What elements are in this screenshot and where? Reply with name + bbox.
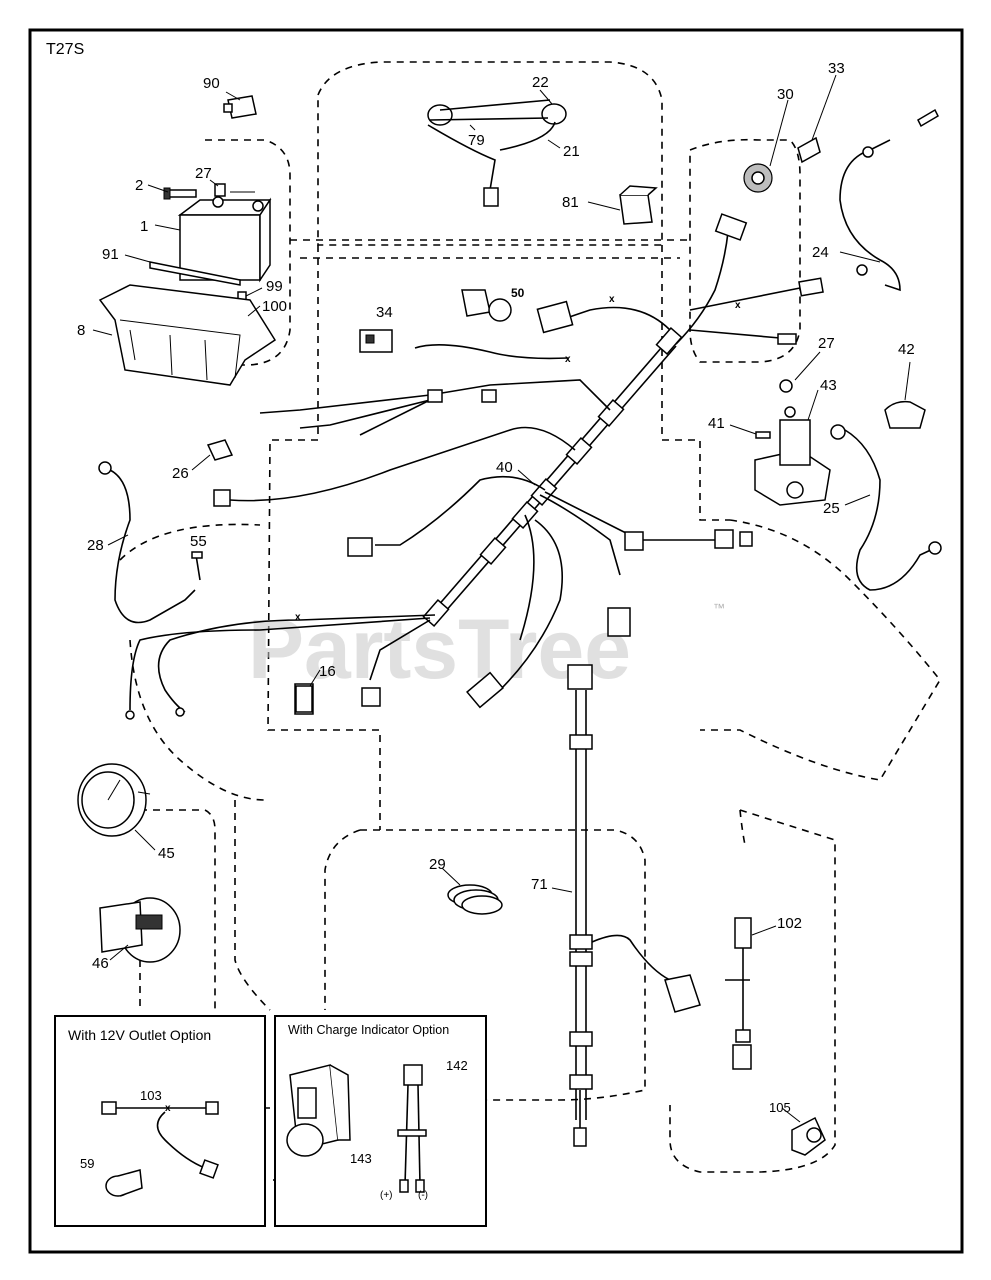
callout-27-right: 27 xyxy=(818,335,835,352)
callout-33: 33 xyxy=(828,60,845,77)
part-24-battery-cable xyxy=(839,108,939,292)
svg-text:x: x xyxy=(165,1103,171,1114)
callout-41: 41 xyxy=(708,415,725,432)
part-102-harness xyxy=(725,917,752,1070)
callout-50: 50 xyxy=(511,286,525,300)
diagram-code: T27S xyxy=(46,41,84,58)
part-43-solenoid xyxy=(754,406,831,506)
callout-27-top: 27 xyxy=(195,165,212,182)
part-105-solenoid xyxy=(791,1116,826,1156)
part-8-battery-tray xyxy=(98,284,277,386)
main-wire-harness: x x x x xyxy=(125,213,824,720)
part-2-bolt xyxy=(163,187,197,200)
callout-1: 1 xyxy=(140,218,148,235)
part-55-screw xyxy=(191,551,203,581)
part-91-battery-strap xyxy=(149,261,241,286)
callout-34: 34 xyxy=(376,304,393,321)
callout-29: 29 xyxy=(429,856,446,873)
part-50-switch xyxy=(461,289,512,322)
callout-45: 45 xyxy=(158,845,175,862)
inset-12v-outlet: With 12V Outlet Option 103 x 59 xyxy=(54,1015,266,1227)
svg-text:x: x xyxy=(735,300,741,311)
callout-28: 28 xyxy=(87,537,104,554)
callout-2: 2 xyxy=(135,177,143,194)
callout-100: 100 xyxy=(262,298,287,315)
inset-12v-outlet-title: With 12V Outlet Option xyxy=(68,1027,211,1043)
part-29-wire-coil xyxy=(447,884,503,915)
svg-text:x: x xyxy=(565,354,571,365)
callout-103: 103 xyxy=(140,1088,162,1103)
callout-105: 105 xyxy=(769,1100,791,1115)
callout-24: 24 xyxy=(812,244,829,261)
inset-charge-indicator-title: With Charge Indicator Option xyxy=(288,1023,449,1037)
part-28-cable xyxy=(98,461,196,624)
watermark-trademark: ™ xyxy=(713,601,725,615)
part-30-ignition-switch xyxy=(743,163,773,193)
callout-55: 55 xyxy=(190,533,207,550)
callout-79: 79 xyxy=(468,132,485,149)
callout-30: 30 xyxy=(777,86,794,103)
part-22-21-79-light-harness xyxy=(427,99,567,207)
part-25-ground-cable xyxy=(830,424,942,591)
polarity-positive: (+) xyxy=(380,1190,393,1201)
callout-90: 90 xyxy=(203,75,220,92)
part-46-hour-meter xyxy=(99,897,181,963)
callout-91: 91 xyxy=(102,246,119,263)
part-142-harness xyxy=(397,1064,427,1193)
part-1-battery xyxy=(177,196,272,283)
part-16-connector xyxy=(295,685,313,713)
part-41-screw xyxy=(755,431,771,439)
part-27-nut xyxy=(214,183,255,197)
callout-26: 26 xyxy=(172,465,189,482)
part-90-relay-plug xyxy=(223,95,257,119)
part-33-switch xyxy=(797,136,821,164)
callout-142: 142 xyxy=(446,1058,468,1073)
part-34-module xyxy=(359,329,393,353)
callout-143: 143 xyxy=(350,1151,372,1166)
part-81-relay xyxy=(619,185,658,225)
callout-43: 43 xyxy=(820,377,837,394)
polarity-negative: (-) xyxy=(418,1190,428,1201)
part-59-outlet xyxy=(105,1169,143,1197)
inset-charge-indicator: With Charge Indicator Option 143 142 (+)… xyxy=(274,1015,487,1227)
part-42-boot xyxy=(884,400,926,429)
callout-102: 102 xyxy=(777,915,802,932)
callout-81: 81 xyxy=(562,194,579,211)
callout-42: 42 xyxy=(898,341,915,358)
svg-text:x: x xyxy=(609,294,615,305)
diagram-frame xyxy=(28,28,964,1254)
callout-25: 25 xyxy=(823,500,840,517)
callout-40: 40 xyxy=(496,459,513,476)
callout-8: 8 xyxy=(77,322,85,339)
svg-text:x: x xyxy=(295,612,301,623)
callout-21: 21 xyxy=(563,143,580,160)
part-26-fuse xyxy=(206,439,234,461)
callout-16: 16 xyxy=(319,663,336,680)
callout-59: 59 xyxy=(80,1156,94,1171)
callout-labels: 90 22 30 33 27 2 79 21 1 81 91 24 99 100… xyxy=(77,60,915,1115)
callout-46: 46 xyxy=(92,955,109,972)
part-45-hour-meter-gauge xyxy=(77,763,151,837)
part-143-charge-indicator xyxy=(286,1064,351,1157)
part-71-harness xyxy=(567,664,701,1147)
callout-99: 99 xyxy=(266,278,283,295)
callout-71: 71 xyxy=(531,876,548,893)
callout-22: 22 xyxy=(532,74,549,91)
part-27-nut-b xyxy=(779,379,793,393)
